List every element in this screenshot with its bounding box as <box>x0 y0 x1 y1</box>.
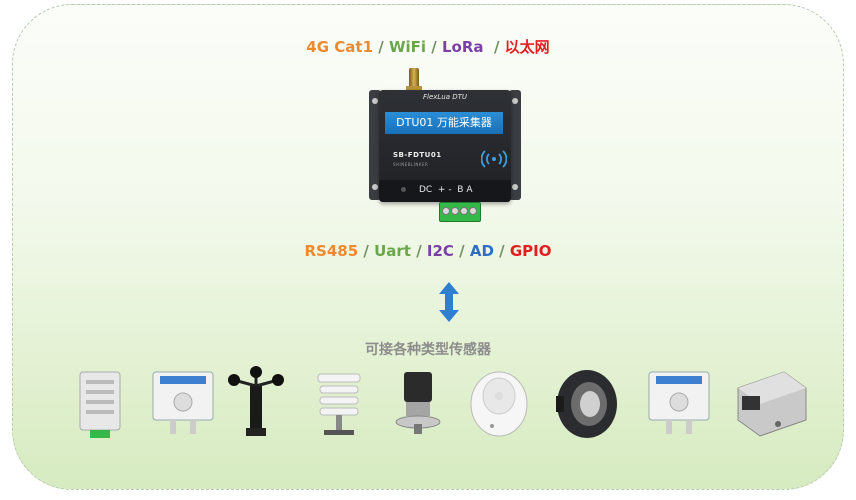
ad-label: AD <box>469 242 494 260</box>
device-brand: FlexLua DTU <box>422 93 468 101</box>
co2-sensor-icon <box>152 371 214 434</box>
antenna-icon <box>409 68 419 90</box>
i2c-label: I2C <box>426 242 454 260</box>
terminal-strip: DC + - B A <box>379 180 511 202</box>
dtu-body: FlexLua DTU DTU01 万能采集器 SB-FDTU01 SHINEB… <box>379 90 511 202</box>
green-terminal-block <box>439 202 481 222</box>
double-arrow-icon <box>439 282 459 322</box>
signal-icon <box>481 150 507 168</box>
uart-label: Uart <box>374 242 411 260</box>
wireless-interfaces-line: 4G Cat1 / WiFi / LoRa / 以太网 <box>0 36 856 57</box>
cat1-label: 4G Cat1 <box>306 38 374 56</box>
terminal-label: DC + - B A <box>419 185 473 195</box>
light-sensor-icon <box>556 370 617 438</box>
temperature-humidity-sensor-icon <box>79 371 121 438</box>
sensor-row <box>0 366 856 446</box>
power-led <box>401 187 406 192</box>
smoke-detector-icon <box>470 371 528 437</box>
multi-function-sensor-icon <box>648 371 710 434</box>
device-model: SB-FDTU01 <box>393 151 442 159</box>
dtu-device-image: FlexLua DTU DTU01 万能采集器 SB-FDTU01 SHINEB… <box>369 62 521 232</box>
separator: / <box>358 242 375 260</box>
separator: / <box>426 38 442 56</box>
wired-interfaces-line: RS485 / Uart / I2C / AD / GPIO <box>0 242 856 260</box>
gpio-label: GPIO <box>509 242 552 260</box>
louver-box-sensor-icon <box>317 373 361 435</box>
lora-label: LoRa <box>441 38 484 56</box>
wifi-label: WiFi <box>388 38 427 56</box>
separator: / <box>483 38 505 56</box>
separator: / <box>493 242 510 260</box>
mounting-flange-left <box>369 90 381 200</box>
ethernet-label: 以太网 <box>504 38 550 56</box>
anemometer-icon <box>228 366 284 436</box>
mounting-flange-right <box>509 90 521 200</box>
sensors-caption: 可接各种类型传感器 <box>365 342 491 358</box>
separator: / <box>453 242 470 260</box>
camera-box-sensor-icon <box>737 371 807 437</box>
separator: / <box>373 38 389 56</box>
separator: / <box>410 242 427 260</box>
rs485-label: RS485 <box>304 242 359 260</box>
water-level-sensor-icon <box>395 372 441 434</box>
device-label: DTU01 万能采集器 <box>385 112 503 134</box>
device-maker: SHINEBLINKER <box>393 162 429 167</box>
